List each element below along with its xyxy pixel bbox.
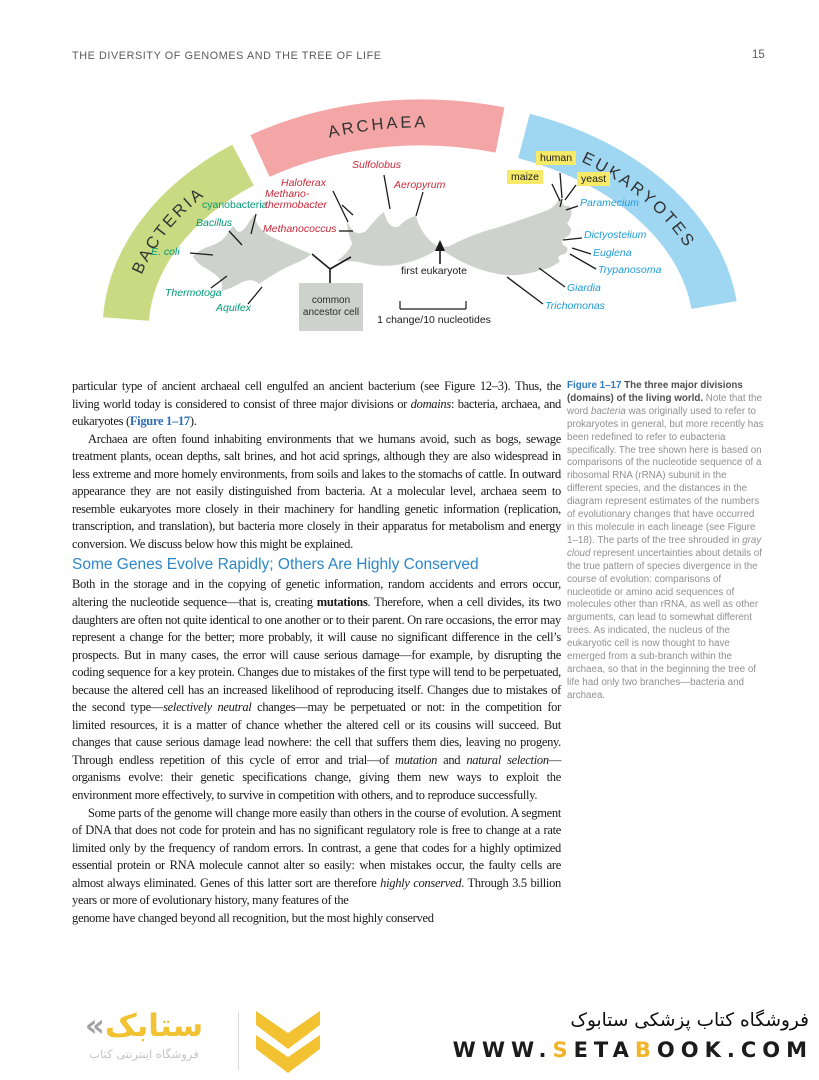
tree-diagram-svg: BACTERIA ARCHAEA EUKARYOTES	[103, 99, 737, 331]
eukaryotes-arc	[518, 113, 737, 310]
species-label-aquifex: Aquifex	[216, 302, 252, 314]
species-label-trichomonas: Trichomonas	[545, 300, 605, 312]
scale-bar	[399, 301, 467, 310]
running-head: THE DIVERSITY OF GENOMES AND THE TREE OF…	[72, 50, 382, 62]
clipped-line: genome have changed beyond all recogniti…	[72, 910, 434, 925]
figure-tree-of-life: BACTERIA ARCHAEA EUKARYOTES	[0, 88, 819, 360]
species-label-aeropyrum: Aeropyrum	[394, 179, 446, 191]
footer-divider	[238, 1012, 239, 1070]
species-label-dictyostelium: Dictyostelium	[584, 229, 647, 241]
chevron-logo-icon	[256, 1011, 320, 1073]
species-label-bacillus: Bacillus	[196, 217, 233, 229]
species-label-sulfolobus: Sulfolobus	[352, 159, 402, 171]
species-label-haloferax: Haloferax	[281, 177, 326, 189]
scale-bar-label: 1 change/10 nucleotides	[377, 314, 491, 326]
setabook-logo-wordmark: «ستابک	[84, 1008, 204, 1044]
body-text-column: particular type of ancient archaeal cell…	[72, 378, 561, 927]
species-label-thermotoga: Thermotoga	[165, 287, 222, 299]
species-label-giardia: Giardia	[567, 282, 601, 294]
common-ancestor-label: common ancestor cell	[302, 294, 360, 319]
shop-url: WWW.SETABOOK.COM	[452, 1038, 813, 1062]
tree-cloud-right	[337, 197, 572, 276]
species-label-methanococcus: Methanococcus	[263, 223, 337, 235]
shop-title: فروشگاه کتاب پزشکی ستابوک	[570, 1010, 809, 1031]
paragraph: particular type of ancient archaeal cell…	[72, 379, 561, 429]
paragraph: Both in the storage and in the copying o…	[72, 577, 562, 803]
species-label-maize: maize	[507, 170, 544, 184]
species-label-euglena: Euglena	[593, 247, 632, 259]
setabook-logo-tagline: فروشگاه اینترنتی کتاب	[89, 1047, 199, 1061]
section-heading: Some Genes Evolve Rapidly; Others Are Hi…	[72, 556, 479, 574]
species-label-methanothermobacter: Methano-thermobacter	[265, 188, 327, 211]
species-label-human: human	[536, 151, 577, 165]
paragraph: Archaea are often found inhabiting envir…	[72, 431, 561, 551]
page-number: 15	[752, 49, 765, 61]
species-label-ecoli: E. coli	[151, 246, 180, 258]
species-label-yeast: yeast	[577, 172, 611, 186]
first-eukaryote-arrow	[435, 240, 445, 264]
watermark-footer: «ستابک فروشگاه اینترنتی کتاب فروشگاه کتا…	[0, 1005, 819, 1080]
bacteria-arc	[103, 144, 254, 322]
species-label-cyanobacteria: cyanobacteria	[202, 199, 268, 211]
species-connector-lines	[189, 172, 597, 305]
first-eukaryote-label: first eukaryote	[401, 265, 467, 277]
tree-cloud-left	[193, 215, 311, 291]
species-label-trypanosoma: Trypanosoma	[598, 264, 662, 276]
paragraph: Some parts of the genome will change mor…	[72, 805, 561, 908]
species-label-paramecium: Paramecium	[580, 197, 639, 209]
archaea-arc	[250, 99, 505, 178]
figure-caption: Figure 1–17 The three major divisions (d…	[567, 380, 764, 701]
common-ancestor-connector	[311, 253, 352, 283]
common-ancestor-box	[299, 283, 363, 331]
